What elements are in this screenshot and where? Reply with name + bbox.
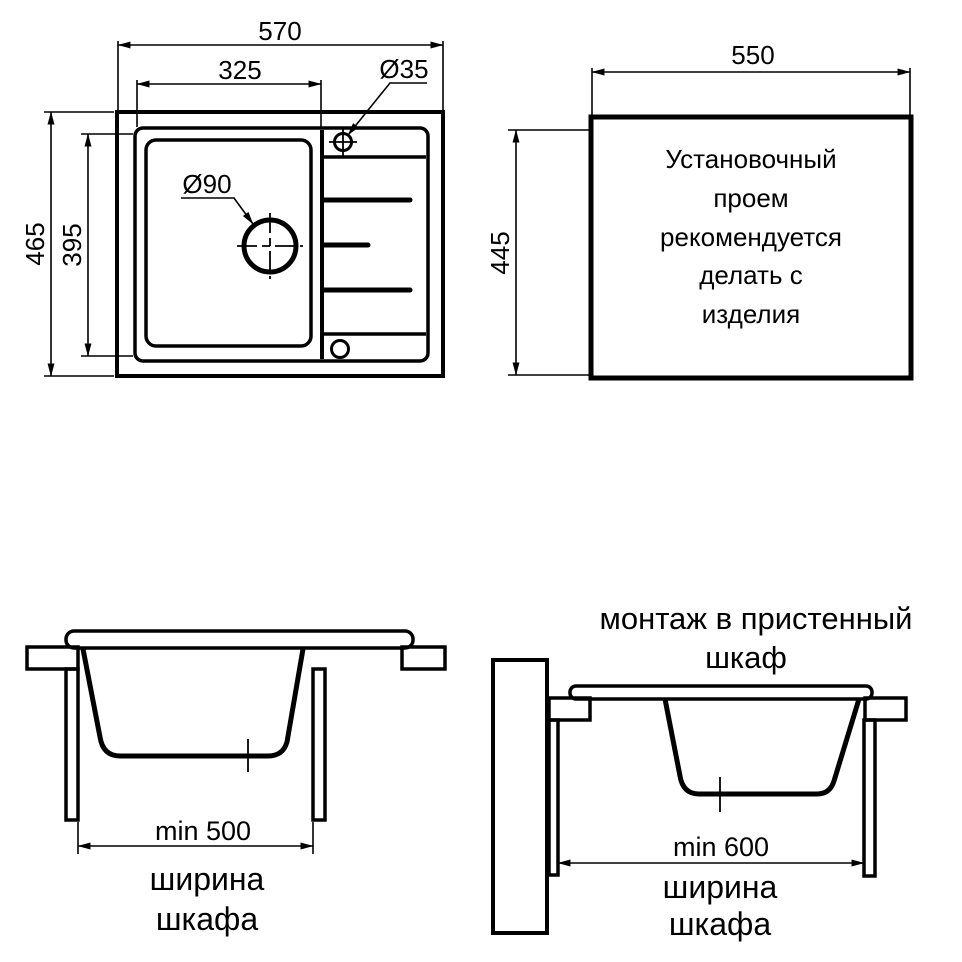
caption-cabinet-width-2: шкафа: [156, 901, 259, 937]
sink-flange-section: [64, 629, 415, 650]
overflow-hole: [330, 339, 350, 359]
countertop-left: [547, 696, 592, 722]
dim-label-570: 570: [258, 16, 301, 46]
bowl-section-outline: [80, 648, 306, 759]
dim-label-465: 465: [20, 222, 50, 265]
leader-faucet-hole: [347, 82, 427, 136]
sink-top-view: 570 325 Ø35 Ø90 465 395: [20, 16, 445, 378]
dim-label-325: 325: [218, 55, 261, 85]
countertop-right: [400, 645, 447, 671]
dim-label-395: 395: [57, 223, 87, 266]
wall-cabinet-section-view: монтаж в пристенный шкаф min 600 ширина …: [491, 601, 913, 942]
dim-label-min500: min 500: [155, 816, 251, 846]
caption-cabinet-width-1: ширина: [150, 861, 265, 897]
bowl-inner-edge: [144, 138, 313, 348]
cabinet-left-panel: [64, 667, 80, 822]
cabinet-section-view: min 500 ширина шкафа: [25, 629, 447, 937]
drainboard-ridges: [321, 197, 413, 293]
cabinet-wall-panel: [547, 718, 560, 877]
note-line-3: рекомендуется: [660, 222, 842, 252]
note-line-4: делать с: [699, 260, 803, 290]
countertop-right: [863, 696, 908, 722]
caption-cabinet-width-2: шкафа: [669, 906, 772, 942]
section-title-line-1: монтаж в пристенный: [600, 601, 913, 636]
dim-label-faucet-hole: Ø35: [379, 54, 428, 84]
sink-working-area: [133, 126, 430, 363]
cutout-rect: [588, 114, 914, 381]
countertop-left: [25, 645, 80, 671]
note-line-2: проем: [713, 183, 788, 213]
dim-label-min600: min 600: [673, 832, 769, 862]
bowl-section-outline: [662, 698, 862, 797]
section-title-line-2: шкаф: [705, 640, 787, 675]
leader-drain-hole: [181, 197, 254, 225]
caption-cabinet-width-1: ширина: [663, 869, 778, 905]
cutout-view: 550 445 Установочный проем рекомендуется…: [485, 40, 914, 381]
cabinet-right-panel: [311, 667, 327, 822]
dim-label-445: 445: [485, 231, 515, 274]
cabinet-right-panel: [862, 718, 877, 878]
note-line-5: изделия: [702, 299, 800, 329]
note-line-1: Установочный: [665, 144, 836, 174]
dim-label-550: 550: [731, 40, 774, 70]
dim-label-drain-hole: Ø90: [182, 169, 231, 199]
sink-flange-section: [568, 684, 874, 701]
sink-outer-edge: [115, 110, 445, 378]
brick-wall: [491, 658, 549, 935]
